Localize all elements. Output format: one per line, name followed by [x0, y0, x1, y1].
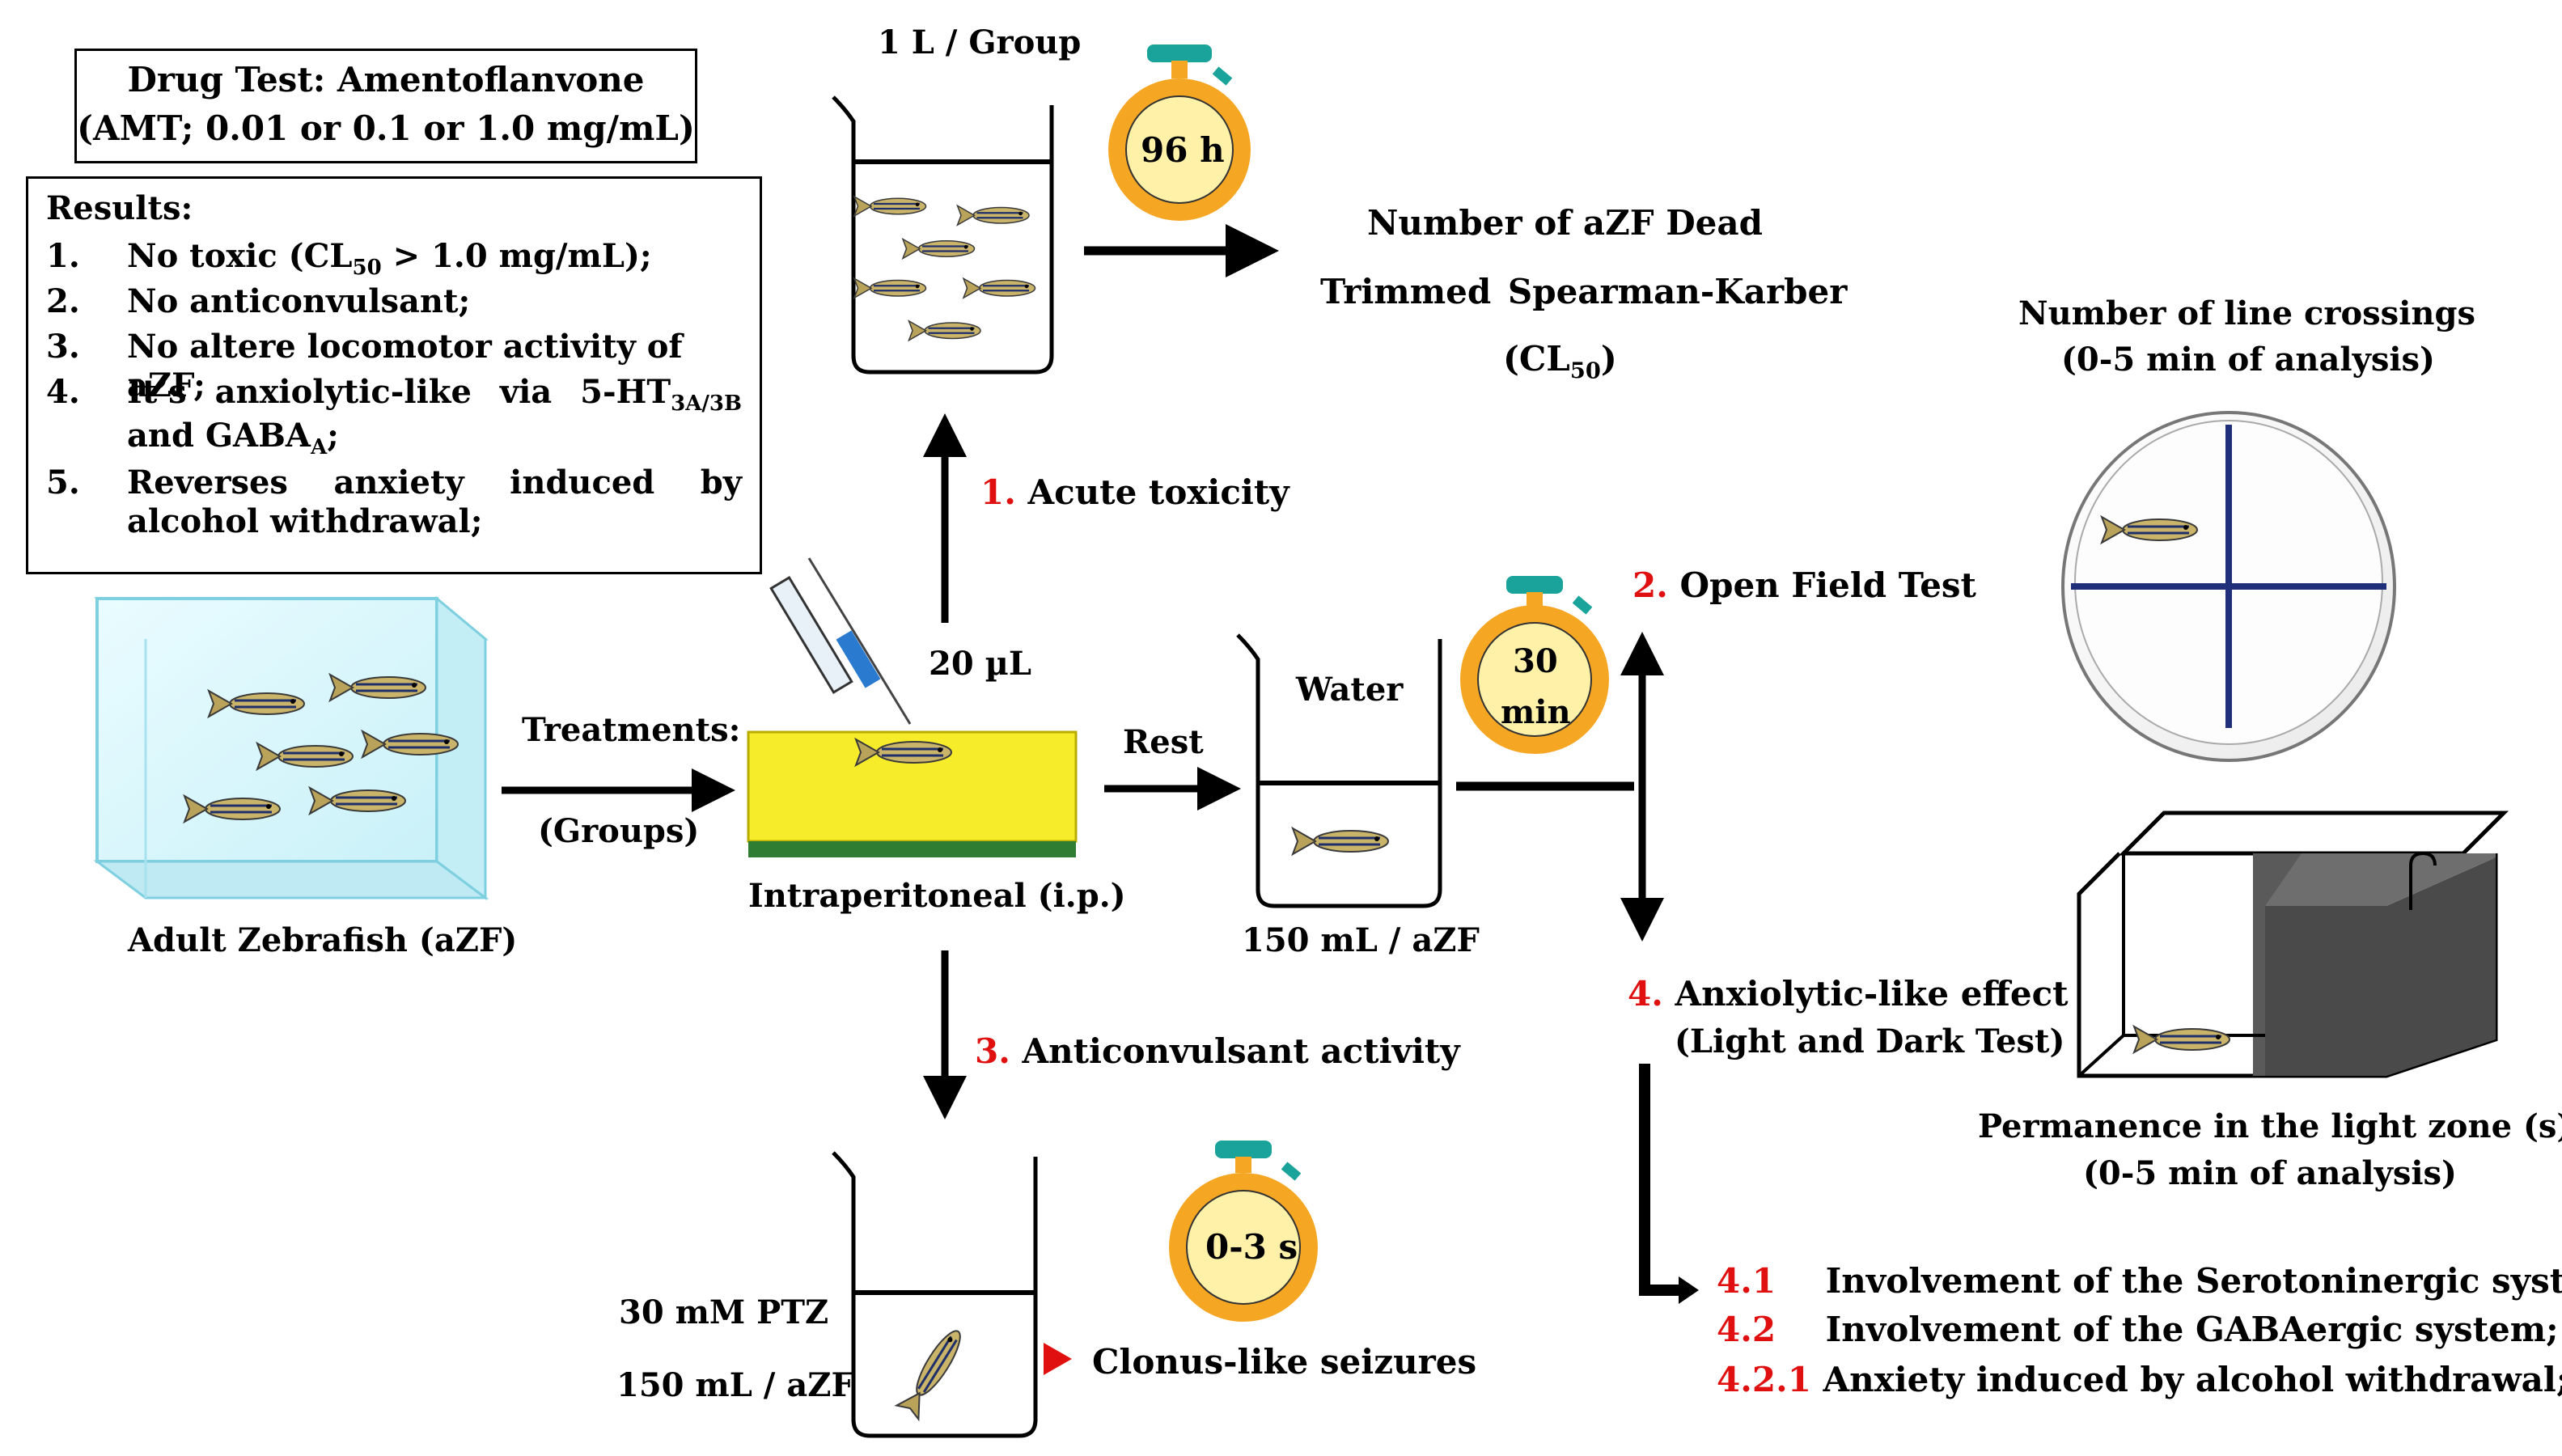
timer-0-3s-icon [1169, 1141, 1318, 1322]
rest-fish [1291, 827, 1390, 856]
timer-30min-line1: 30 [1513, 642, 1558, 680]
light-dark-test-label: (Light and Dark Test) [1675, 1022, 2065, 1060]
treatments-label: Treatments: [522, 711, 741, 749]
injection-route: Intraperitoneal (i.p.) [748, 877, 1126, 915]
rest-beaker [1236, 633, 1442, 908]
acute-group-volume: 1 L / Group [878, 23, 1082, 61]
seizure-outcome: Clonus-like seizures [1092, 1342, 1477, 1382]
acute-result-line1: Number of aZF Dead [1367, 203, 1763, 243]
timer-30min-icon [1460, 576, 1609, 754]
ptz-volume: 150 mL / aZF [616, 1366, 854, 1404]
drug-test-box: Drug Test: Amentoflanvone (AMT; 0.01 or … [74, 49, 697, 163]
results-title: Results: [46, 189, 193, 227]
acute-toxicity-beaker [832, 95, 1054, 375]
light-dark-tank [2077, 811, 2509, 1078]
light-zone-fish [2132, 1025, 2231, 1054]
rest-volume: 150 mL / aZF [1242, 921, 1480, 959]
beaker-fish-group [853, 195, 1036, 341]
timer-0-3s-label: 0-3 s [1205, 1227, 1298, 1267]
rest-label: Rest [1123, 723, 1204, 761]
timer-96h-label: 96 h [1141, 130, 1225, 170]
open-field-metric2: (0-5 min of analysis) [2061, 341, 2435, 379]
acute-result-line3: (CL50) [1503, 339, 1617, 384]
water-label: Water [1296, 671, 1404, 709]
timer-30min-line2: min [1501, 693, 1571, 731]
light-zone-metric1: Permanence in the light zone (s) [1978, 1107, 2562, 1145]
open-field-step: 2. Open Field Test [1632, 565, 1976, 605]
anxiolytic-step: 4. Anxiolytic-like effect [1628, 974, 2069, 1014]
anticonvulsant-step: 3. Anticonvulsant activity [975, 1031, 1460, 1071]
light-zone-metric2: (0-5 min of analysis) [2083, 1154, 2457, 1192]
sponge [747, 730, 1078, 857]
drug-test-line1: Drug Test: Amentoflanvone [127, 60, 645, 99]
sub-steps-arrow [1639, 1064, 1687, 1296]
drug-test-line2: (AMT; 0.01 or 0.1 or 1.0 mg/mL) [77, 108, 695, 148]
acute-result-line2: Trimmed Spearman-Karber [1320, 272, 1848, 311]
sub-step-4-2: 4.2 Involvement of the GABAergic system; [1717, 1310, 2559, 1349]
acute-step: 1. Acute toxicity [980, 472, 1289, 512]
ptz-label: 30 mM PTZ [619, 1293, 829, 1331]
seizure-fish [895, 1323, 971, 1421]
syringe-icon [769, 557, 912, 725]
timer-96h-icon [1108, 44, 1251, 221]
adult-zebrafish-label: Adult Zebrafish (aZF) [128, 921, 518, 959]
ptz-beaker [832, 1151, 1038, 1438]
sub-step-4-1: 4.1 Involvement of the Serotoninergic sy… [1717, 1261, 2562, 1301]
groups-label: (Groups) [538, 812, 700, 850]
petri-dish [2061, 411, 2396, 762]
seizure-pointer [1044, 1343, 1072, 1375]
open-field-metric1: Number of line crossings [2018, 294, 2475, 332]
injection-volume: 20 µL [929, 645, 1031, 683]
results-box: Results: 1. No toxic (CL50 > 1.0 mg/mL);… [26, 176, 762, 574]
sub-step-4-2-1: 4.2.1 Anxiety induced by alcohol withdra… [1717, 1360, 2562, 1399]
